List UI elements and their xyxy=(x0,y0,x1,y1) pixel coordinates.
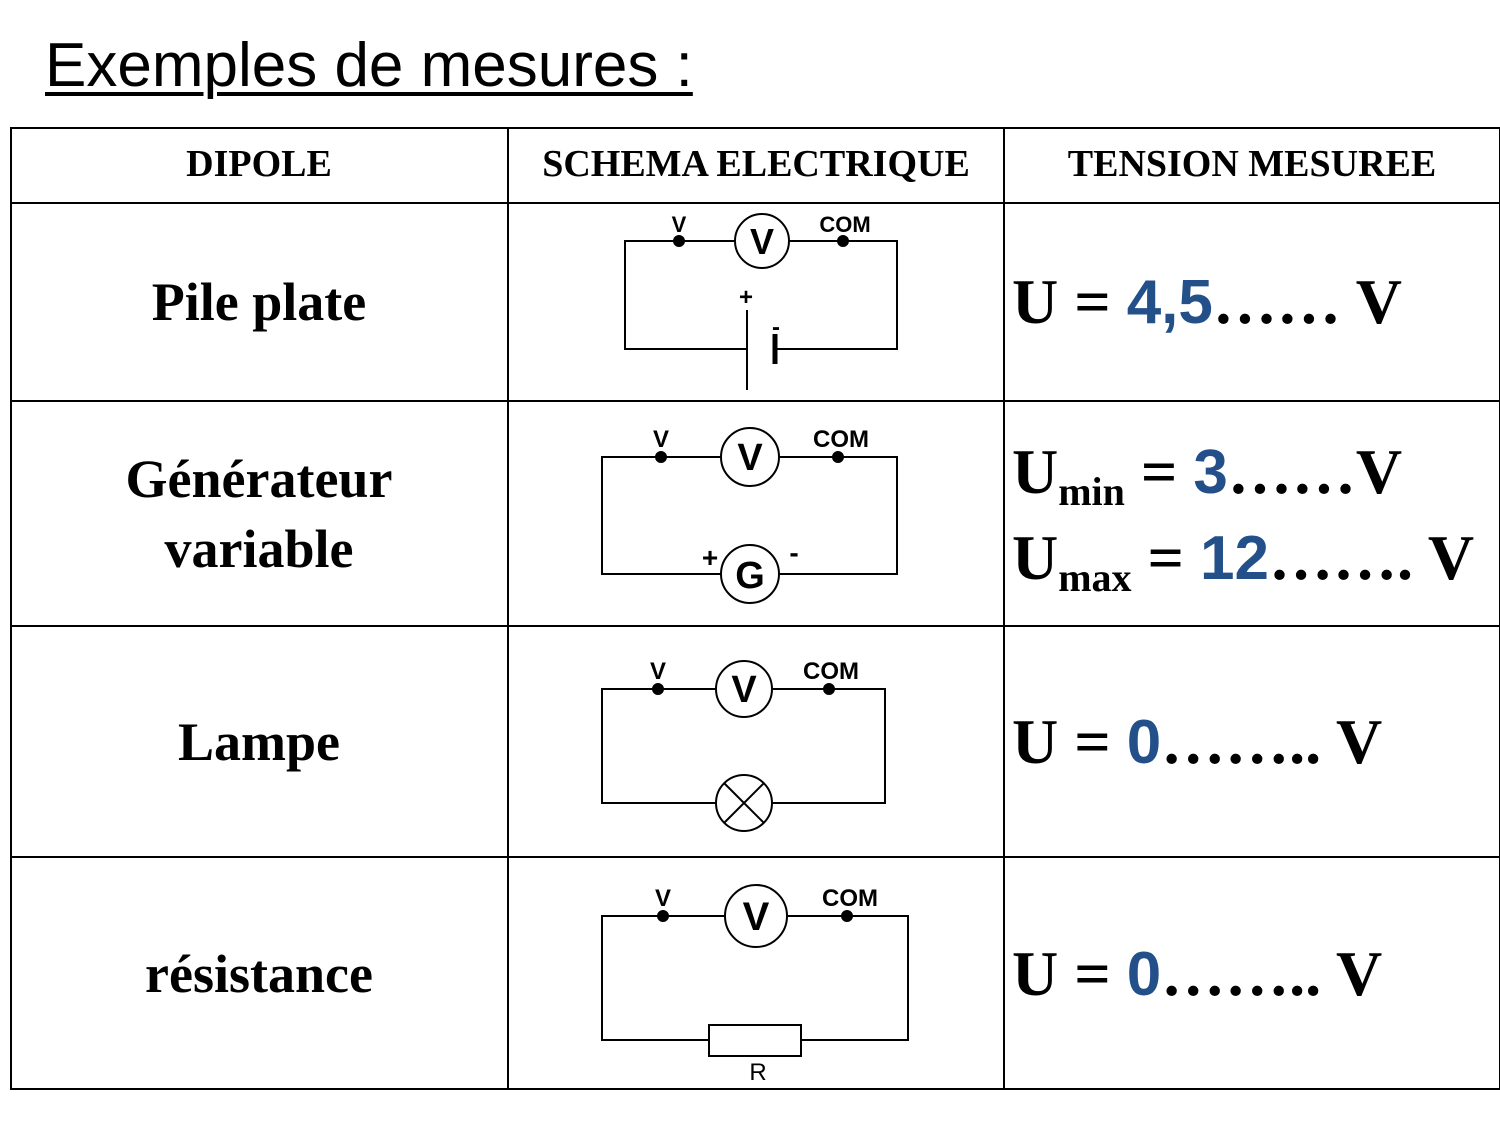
voltmeter-label: V xyxy=(737,437,763,479)
value-lampe: 0 xyxy=(1126,708,1162,777)
circuit-generateur xyxy=(601,427,898,604)
com-terminal-label: COM xyxy=(813,426,869,453)
dipole-line: Générateur xyxy=(125,449,393,509)
answer-subscript: max xyxy=(1058,555,1132,600)
circuit-resistance xyxy=(601,884,909,1057)
header-schema: SCHEMA ELECTRIQUE xyxy=(542,143,970,185)
answer-dots: …… xyxy=(1227,436,1356,507)
voltmeter-label: V xyxy=(750,221,774,262)
answer-unit: V xyxy=(1355,436,1403,507)
com-terminal-label: COM xyxy=(803,658,859,685)
minus-label: - xyxy=(789,537,798,568)
voltmeter-icon xyxy=(734,213,790,269)
answer-lampe: U = 0…….. V xyxy=(1012,706,1382,779)
answer-symbol: U xyxy=(1012,522,1059,593)
answer-dots: …… xyxy=(1212,266,1341,337)
answer-dots: ……. xyxy=(1268,522,1413,593)
resistor-icon xyxy=(708,1024,802,1057)
v-terminal-label: V xyxy=(655,885,671,912)
answer-prefix: U = xyxy=(1012,266,1127,337)
answer-resistance: U = 0…….. V xyxy=(1012,938,1382,1011)
answer-eq: = xyxy=(1131,522,1201,593)
v-terminal-label: V xyxy=(653,426,669,453)
voltmeter-icon xyxy=(720,427,780,487)
header-tension: TENSION MESUREE xyxy=(1067,143,1437,185)
value-resistance: 0 xyxy=(1126,940,1162,1009)
answer-prefix: U = xyxy=(1012,938,1127,1009)
answer-dots: …….. xyxy=(1161,706,1322,777)
minus-label: - xyxy=(772,314,780,341)
dipole-resistance: résistance xyxy=(145,944,373,1004)
generator-icon xyxy=(720,544,780,604)
dipole-generateur: Générateur variable xyxy=(11,444,507,584)
answer-unit: V xyxy=(1412,522,1475,593)
dipole-lampe: Lampe xyxy=(178,712,340,772)
voltmeter-icon xyxy=(715,660,773,718)
page-title: Exemples de mesures : xyxy=(45,31,693,100)
value-umax: 12 xyxy=(1200,524,1269,593)
circuit-pile-plate xyxy=(624,213,898,390)
answer-umax: Umax = 12……. V xyxy=(1012,522,1474,602)
answer-dots: …….. xyxy=(1161,938,1322,1009)
answer-subscript: min xyxy=(1058,469,1125,514)
lamp-icon xyxy=(715,774,773,832)
plus-label: + xyxy=(702,542,718,573)
plus-label: + xyxy=(739,284,753,311)
v-terminal-label: V xyxy=(650,658,666,685)
circuit-lampe xyxy=(601,660,886,832)
voltmeter-icon xyxy=(724,884,788,948)
voltmeter-label: V xyxy=(731,669,757,711)
answer-symbol: U xyxy=(1012,436,1059,507)
dipole-pile-plate: Pile plate xyxy=(151,272,367,332)
com-terminal-label: COM xyxy=(822,885,878,912)
dipole-line: variable xyxy=(164,519,354,579)
answer-unit: V xyxy=(1340,266,1402,337)
value-pile-plate: 4,5 xyxy=(1126,268,1213,337)
com-terminal-label: COM xyxy=(819,212,870,237)
header-dipole: DIPOLE xyxy=(186,143,332,185)
generator-label: G xyxy=(735,555,765,597)
answer-pile-plate: U = 4,5…… V xyxy=(1012,266,1402,339)
answer-unit: V xyxy=(1321,706,1383,777)
v-terminal-label: V xyxy=(672,212,687,237)
resistor-label: R xyxy=(749,1059,766,1086)
answer-unit: V xyxy=(1321,938,1383,1009)
answer-eq: = xyxy=(1124,436,1194,507)
value-umin: 3 xyxy=(1193,438,1228,507)
voltmeter-label: V xyxy=(743,895,770,939)
answer-prefix: U = xyxy=(1012,706,1127,777)
answer-umin: Umin = 3……V xyxy=(1012,436,1402,516)
